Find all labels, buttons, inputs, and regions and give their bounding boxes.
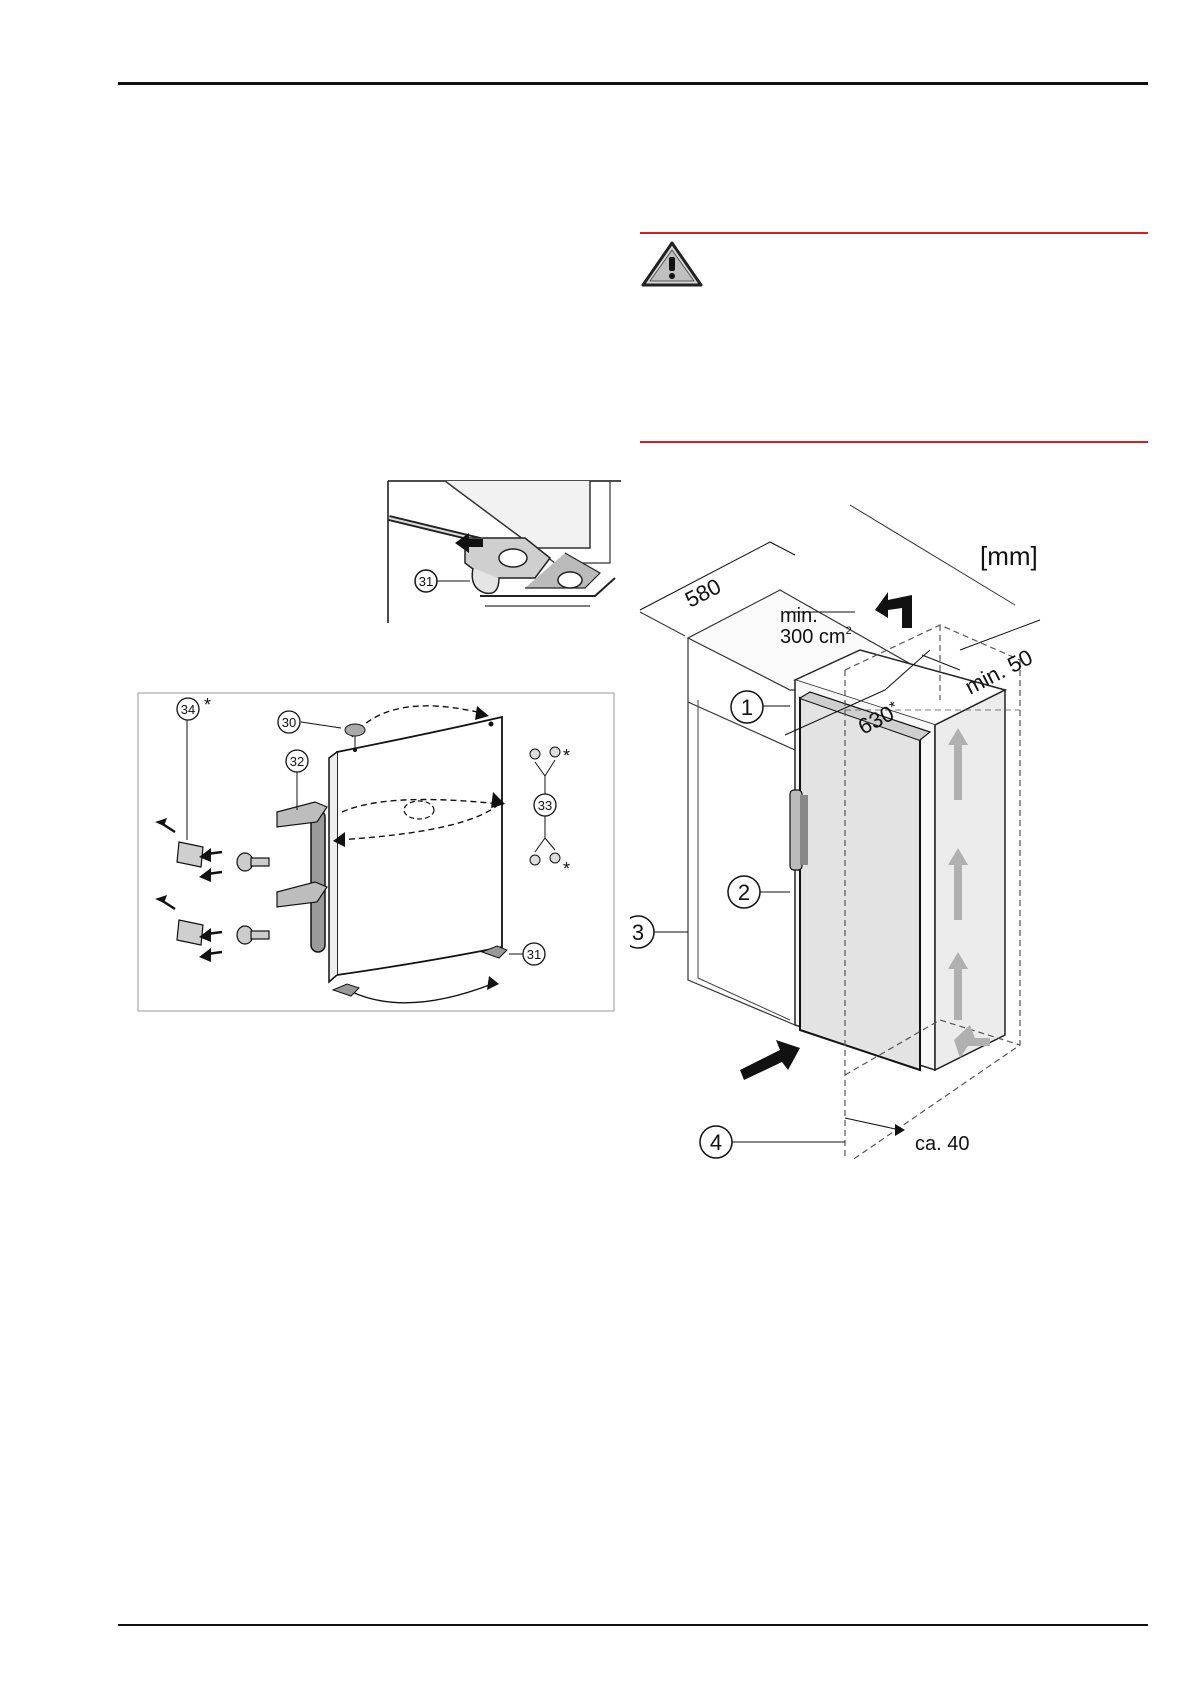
door-callout-33: 33	[538, 798, 552, 813]
install-callout-1: 1	[741, 695, 753, 720]
door-callout-31: 31	[527, 947, 541, 962]
door-callout-32: 32	[290, 754, 304, 769]
header-rule	[118, 82, 1148, 85]
gap-ca-40-label: ca. 40	[915, 1133, 969, 1155]
install-callout-4: 4	[710, 1130, 722, 1155]
vent-min-label: min.	[780, 605, 818, 627]
install-callout-2: 2	[738, 880, 750, 905]
depth-580-label: 580	[681, 574, 725, 613]
hinge-detail-figure: 31	[385, 478, 625, 626]
footer-rule	[118, 1624, 1148, 1626]
door-callout-34: 34	[181, 702, 195, 717]
warning-bottom-rule	[640, 441, 1148, 443]
warning-top-rule	[640, 232, 1148, 234]
hinge-callout-31: 31	[419, 574, 433, 589]
door-callout-33-asterisk-bottom: *	[563, 859, 570, 879]
install-callout-3: 3	[632, 920, 644, 945]
door-reversal-figure: 34 * 30 32 33 * * 31	[137, 692, 615, 1012]
door-callout-30: 30	[282, 715, 296, 730]
unit-label: [mm]	[980, 541, 1038, 571]
door-callout-34-asterisk: *	[204, 695, 211, 715]
warning-triangle-icon	[640, 240, 704, 288]
vent-area-label: 300 cm2	[780, 625, 852, 648]
installation-figure: 1 2 3 4 [mm] 580 min. 300 cm2 min. 50 63…	[621, 500, 1100, 1166]
door-callout-33-asterisk-top: *	[563, 746, 570, 766]
